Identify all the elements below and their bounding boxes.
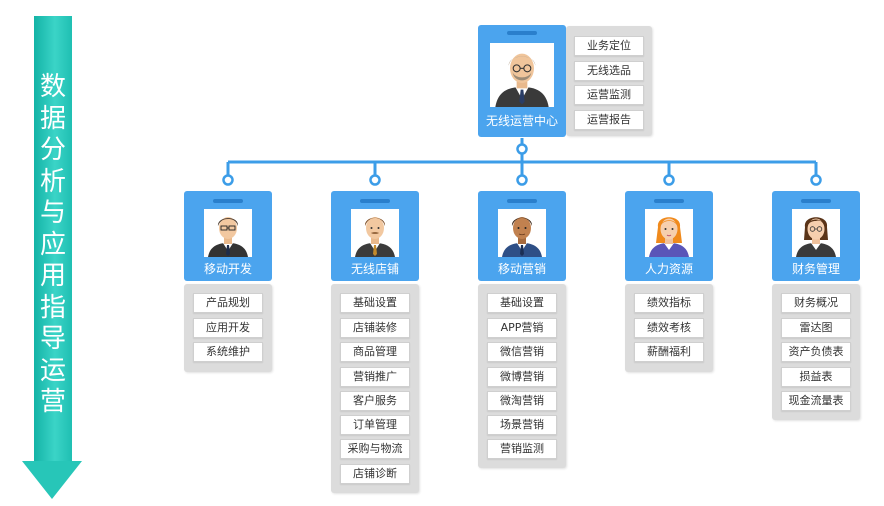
card-slot: [507, 31, 537, 35]
arrow-char: 应: [39, 229, 66, 260]
dept-panel-wireless-store: 基础设置 店铺装修 商品管理 营销推广 客户服务 订单管理 采购与物流 店铺诊断: [331, 284, 419, 493]
avatar: [792, 209, 840, 257]
dept-item[interactable]: 资产负债表: [781, 342, 851, 362]
dept-item[interactable]: 财务概况: [781, 293, 851, 313]
avatar: [204, 209, 252, 257]
dept-item[interactable]: 系统维护: [193, 342, 263, 362]
node-dot: [810, 174, 822, 186]
arrow-char: 运: [39, 355, 66, 386]
dept-panel-mobile-dev: 产品规划 应用开发 系统维护: [184, 284, 272, 372]
dept-panel-finance: 财务概况 雷达图 资产负债表 损益表 现金流量表: [772, 284, 860, 420]
node-dot: [663, 174, 675, 186]
avatar: [351, 209, 399, 257]
dept-item[interactable]: 商品管理: [340, 342, 410, 362]
dept-item[interactable]: 绩效考核: [634, 318, 704, 338]
woman-brown-hair-icon: [792, 209, 840, 257]
dept-panel-mobile-marketing: 基础设置 APP营销 微信营销 微博营销 微淘营销 场景营销 营销监测: [478, 284, 566, 468]
arrow-label: 数 据 分 析 与 应 用 指 导 运 营: [34, 72, 72, 419]
dept-card-finance[interactable]: 财务管理: [772, 191, 860, 281]
dept-title: 移动开发: [203, 262, 252, 276]
dept-item[interactable]: 采购与物流: [340, 439, 410, 459]
dept-item[interactable]: 微淘营销: [487, 391, 557, 411]
dept-card-mobile-dev[interactable]: 移动开发: [184, 191, 272, 281]
arrow-char: 分: [39, 135, 66, 165]
dept-title: 移动营销: [497, 262, 546, 276]
dept-card-mobile-marketing[interactable]: 移动营销: [478, 191, 566, 281]
dept-item[interactable]: 产品规划: [193, 293, 263, 313]
avatar: [490, 43, 554, 107]
node-dot: [516, 143, 528, 155]
root-card[interactable]: 无线运营中心: [478, 25, 566, 137]
dept-item[interactable]: 场景营销: [487, 415, 557, 435]
dept-item[interactable]: 雷达图: [781, 318, 851, 338]
arrow-char: 数: [39, 72, 66, 102]
avatar: [498, 209, 546, 257]
card-slot: [801, 199, 831, 203]
card-slot: [360, 199, 390, 203]
arrow-char: 导: [39, 324, 66, 354]
node-dot: [369, 174, 381, 186]
root-item[interactable]: 无线选品: [574, 61, 644, 81]
dept-item[interactable]: 订单管理: [340, 415, 410, 435]
root-title: 无线运营中心: [485, 114, 558, 128]
dept-panel-hr: 绩效指标 绩效考核 薪酬福利: [625, 284, 713, 372]
dept-item[interactable]: 损益表: [781, 367, 851, 387]
arrow-char: 析: [39, 166, 66, 197]
arrow-head-icon: [22, 461, 82, 499]
card-slot: [507, 199, 537, 203]
dept-card-hr[interactable]: 人力资源: [625, 191, 713, 281]
arrow-char: 指: [39, 292, 66, 323]
card-slot: [213, 199, 243, 203]
man-grey-hair-glasses-icon: [490, 43, 554, 107]
dept-item[interactable]: 应用开发: [193, 318, 263, 338]
root-item[interactable]: 业务定位: [574, 36, 644, 56]
man-dark-skin-icon: [498, 209, 546, 257]
man-glasses-icon: [204, 209, 252, 257]
dept-item[interactable]: 店铺装修: [340, 318, 410, 338]
dept-item[interactable]: APP营销: [487, 318, 557, 338]
arrow-char: 据: [39, 103, 66, 134]
dept-item[interactable]: 薪酬福利: [634, 342, 704, 362]
card-slot: [654, 199, 684, 203]
avatar: [645, 209, 693, 257]
arrow-char: 用: [39, 261, 66, 291]
dept-card-wireless-store[interactable]: 无线店铺: [331, 191, 419, 281]
root-panel: 业务定位 无线选品 运营监测 运营报告: [566, 26, 652, 136]
arrow-char: 营: [39, 387, 66, 417]
node-dot: [222, 174, 234, 186]
dept-item[interactable]: 客户服务: [340, 391, 410, 411]
dept-title: 财务管理: [791, 262, 840, 276]
process-arrow: 数 据 分 析 与 应 用 指 导 运 营: [22, 14, 82, 504]
dept-item[interactable]: 营销推广: [340, 367, 410, 387]
root-item[interactable]: 运营报告: [574, 110, 644, 130]
dept-title: 无线店铺: [350, 262, 399, 276]
arrow-char: 与: [39, 198, 66, 228]
dept-item[interactable]: 微信营销: [487, 342, 557, 362]
dept-item[interactable]: 基础设置: [340, 293, 410, 313]
dept-item[interactable]: 现金流量表: [781, 391, 851, 411]
woman-orange-hair-icon: [645, 209, 693, 257]
node-dot: [516, 174, 528, 186]
dept-item[interactable]: 营销监测: [487, 439, 557, 459]
root-item[interactable]: 运营监测: [574, 85, 644, 105]
dept-title: 人力资源: [644, 262, 693, 276]
dept-item[interactable]: 店铺诊断: [340, 464, 410, 484]
dept-item[interactable]: 绩效指标: [634, 293, 704, 313]
man-mustache-icon: [351, 209, 399, 257]
dept-item[interactable]: 微博营销: [487, 367, 557, 387]
arrow-shaft: [34, 16, 72, 461]
dept-item[interactable]: 基础设置: [487, 293, 557, 313]
